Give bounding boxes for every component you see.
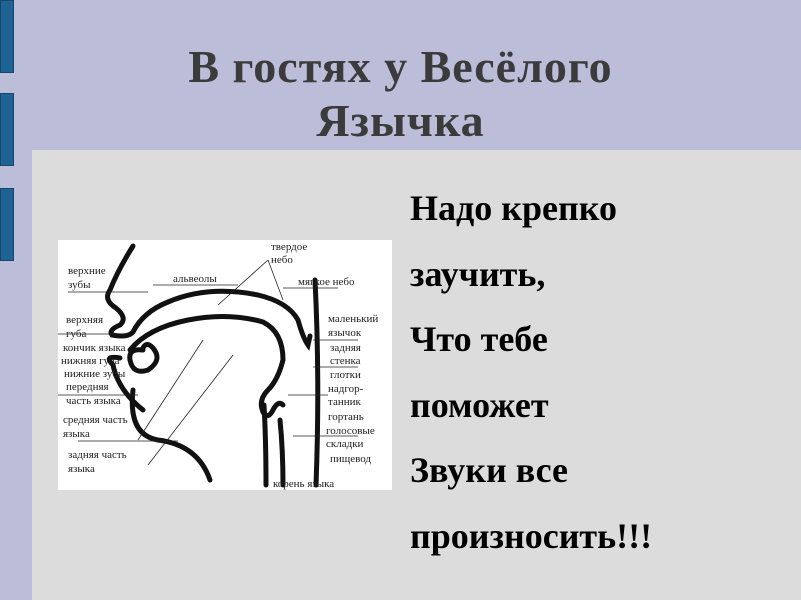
accent-bar [0,93,14,166]
label-middle-tongue: средняя часть [63,414,128,426]
accent-bar [0,188,14,261]
label-soft-palate: мягкое небо [298,276,355,288]
label-hard-palate: небо [271,254,293,266]
label-epiglottis: надгор- [328,383,364,395]
label-hard-palate: твердое [271,241,307,253]
label-esophagus: пищевод [330,453,371,465]
poem-line: Надо крепко [410,188,617,228]
poem-line: Что тебе [410,319,548,359]
label-uvula: маленький [328,313,378,325]
slide-title: В гостях у Весёлого Язычка [0,40,801,148]
label-lower-lip: нижняя губа [61,355,120,367]
accent-bar [0,0,14,73]
poem-line: поможет [410,384,549,425]
label-leader-lines [58,259,358,466]
label-back-wall: задняя [330,342,361,354]
poem-line: произносить!!! [410,515,653,556]
anatomy-outline [105,243,321,488]
label-back-wall: стенка [330,355,361,367]
label-alveoli: альвеолы [173,273,217,285]
label-upper-lip: верхняя [66,314,103,326]
label-front-tongue: часть языка [66,395,121,407]
label-larynx: гортань [328,411,364,423]
label-middle-tongue: языка [63,428,90,440]
label-vocal-folds: голосовые [326,425,375,437]
poem-text: Надо крепко заучить, Что тебе поможет Зв… [410,176,652,569]
speech-organs-diagram: твердое небо верхние зубы альвеолы мягко… [58,240,392,490]
diagram-drawing: твердое небо верхние зубы альвеолы мягко… [58,241,378,490]
label-upper-teeth: зубы [68,279,91,291]
label-lower-teeth: нижние зубы [64,368,126,380]
label-uvula: язычок [328,327,362,339]
title-line-2: Язычка [316,95,485,146]
label-epiglottis: танник [328,396,361,408]
poem-line: Звуки все [410,450,568,490]
label-back-wall: глотки [330,369,361,381]
label-tongue-tip: кончик языка [63,342,126,354]
label-upper-teeth: верхние [68,265,106,277]
label-upper-lip: губа [66,328,86,340]
poem-line: заучить, [410,253,546,294]
label-vocal-folds: складки [326,438,364,450]
title-line-1: В гостях у Весёлого [188,41,613,92]
label-back-tongue: языка [68,463,95,475]
label-back-tongue: задняя часть [68,449,127,461]
label-tongue-root: корень языка [273,478,334,490]
label-front-tongue: передняя [66,381,109,393]
